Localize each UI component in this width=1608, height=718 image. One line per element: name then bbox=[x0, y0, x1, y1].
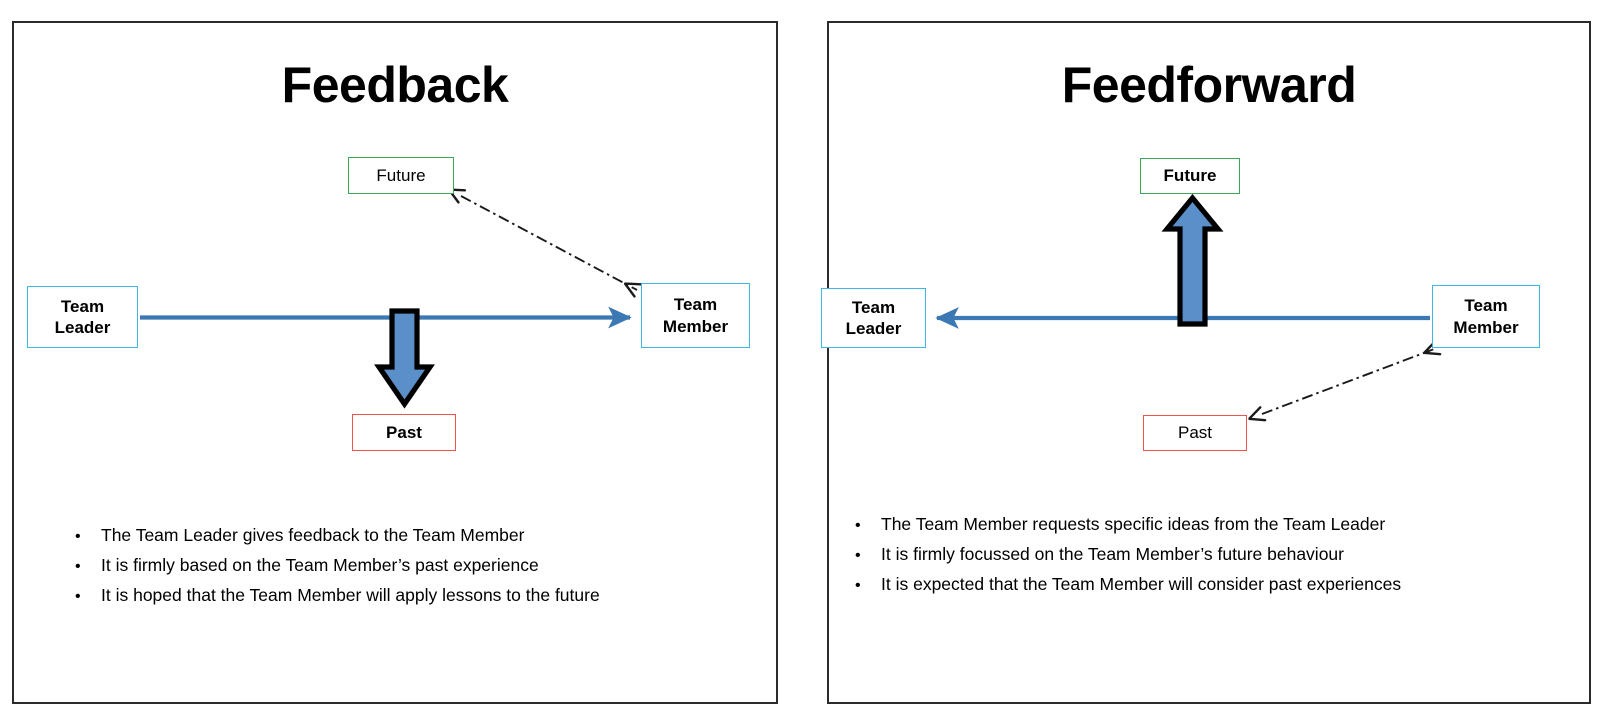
bullet-text: It is hoped that the Team Member will ap… bbox=[101, 585, 600, 605]
feedforward-team-leader-box[interactable]: Team Leader bbox=[821, 288, 926, 348]
feedforward-team-member-box[interactable]: Team Member bbox=[1432, 285, 1540, 348]
feedforward-team-leader-line1: Team bbox=[851, 297, 896, 317]
feedforward-team-leader-line2: Leader bbox=[845, 319, 902, 338]
feedback-team-leader-box[interactable]: Team Leader bbox=[27, 286, 138, 348]
feedback-team-member-line2: Member bbox=[662, 316, 729, 336]
feedforward-team-member-line2: Member bbox=[1453, 317, 1519, 337]
feedforward-future-label: Future bbox=[1163, 166, 1217, 186]
list-item: • The Team Member requests specific idea… bbox=[855, 514, 1401, 534]
bullet-text: It is firmly based on the Team Member’s … bbox=[101, 555, 539, 575]
bullet-text: It is expected that the Team Member will… bbox=[881, 574, 1402, 594]
panel-title-feedforward: Feedforward bbox=[1061, 57, 1357, 113]
bullet-text: It is firmly focussed on the Team Member… bbox=[881, 544, 1344, 564]
bullet-marker-icon: • bbox=[75, 588, 81, 605]
bullet-marker-icon: • bbox=[75, 528, 81, 545]
feedback-past-label: Past bbox=[386, 422, 422, 442]
feedback-future-label: Future bbox=[376, 165, 426, 185]
bullet-marker-icon: • bbox=[855, 517, 861, 534]
feedforward-past-box[interactable]: Past bbox=[1143, 415, 1247, 451]
feedback-bullet-list: • The Team Leader gives feedback to the … bbox=[75, 525, 600, 617]
list-item: • It is hoped that the Team Member will … bbox=[75, 585, 600, 605]
feedback-team-leader-line2: Leader bbox=[54, 318, 111, 337]
list-item: • It is expected that the Team Member wi… bbox=[855, 574, 1402, 594]
list-item: • The Team Leader gives feedback to the … bbox=[75, 525, 600, 545]
bullet-marker-icon: • bbox=[855, 577, 861, 594]
bullet-marker-icon: • bbox=[855, 547, 861, 564]
panel-title-feedback: Feedback bbox=[281, 57, 509, 113]
bullet-marker-icon: • bbox=[75, 558, 81, 575]
feedforward-future-box[interactable]: Future bbox=[1140, 158, 1240, 194]
panel-feedforward: Feedforward bbox=[827, 21, 1591, 704]
list-item: • It is firmly focussed on the Team Memb… bbox=[855, 544, 1401, 564]
feedback-future-box[interactable]: Future bbox=[348, 157, 454, 194]
list-item: • It is firmly based on the Team Member’… bbox=[75, 555, 600, 575]
feedback-team-member-line1: Team bbox=[673, 295, 718, 315]
feedback-team-leader-line1: Team bbox=[60, 296, 105, 316]
feedback-past-box[interactable]: Past bbox=[352, 414, 456, 451]
feedforward-bullet-list: • The Team Member requests specific idea… bbox=[855, 514, 1402, 606]
bullet-text: The Team Member requests specific ideas … bbox=[881, 514, 1386, 534]
feedback-team-member-box[interactable]: Team Member bbox=[641, 283, 750, 348]
feedforward-team-member-line1: Team bbox=[1464, 296, 1508, 316]
feedforward-past-label: Past bbox=[1177, 423, 1213, 443]
bullet-text: The Team Leader gives feedback to the Te… bbox=[101, 525, 525, 545]
